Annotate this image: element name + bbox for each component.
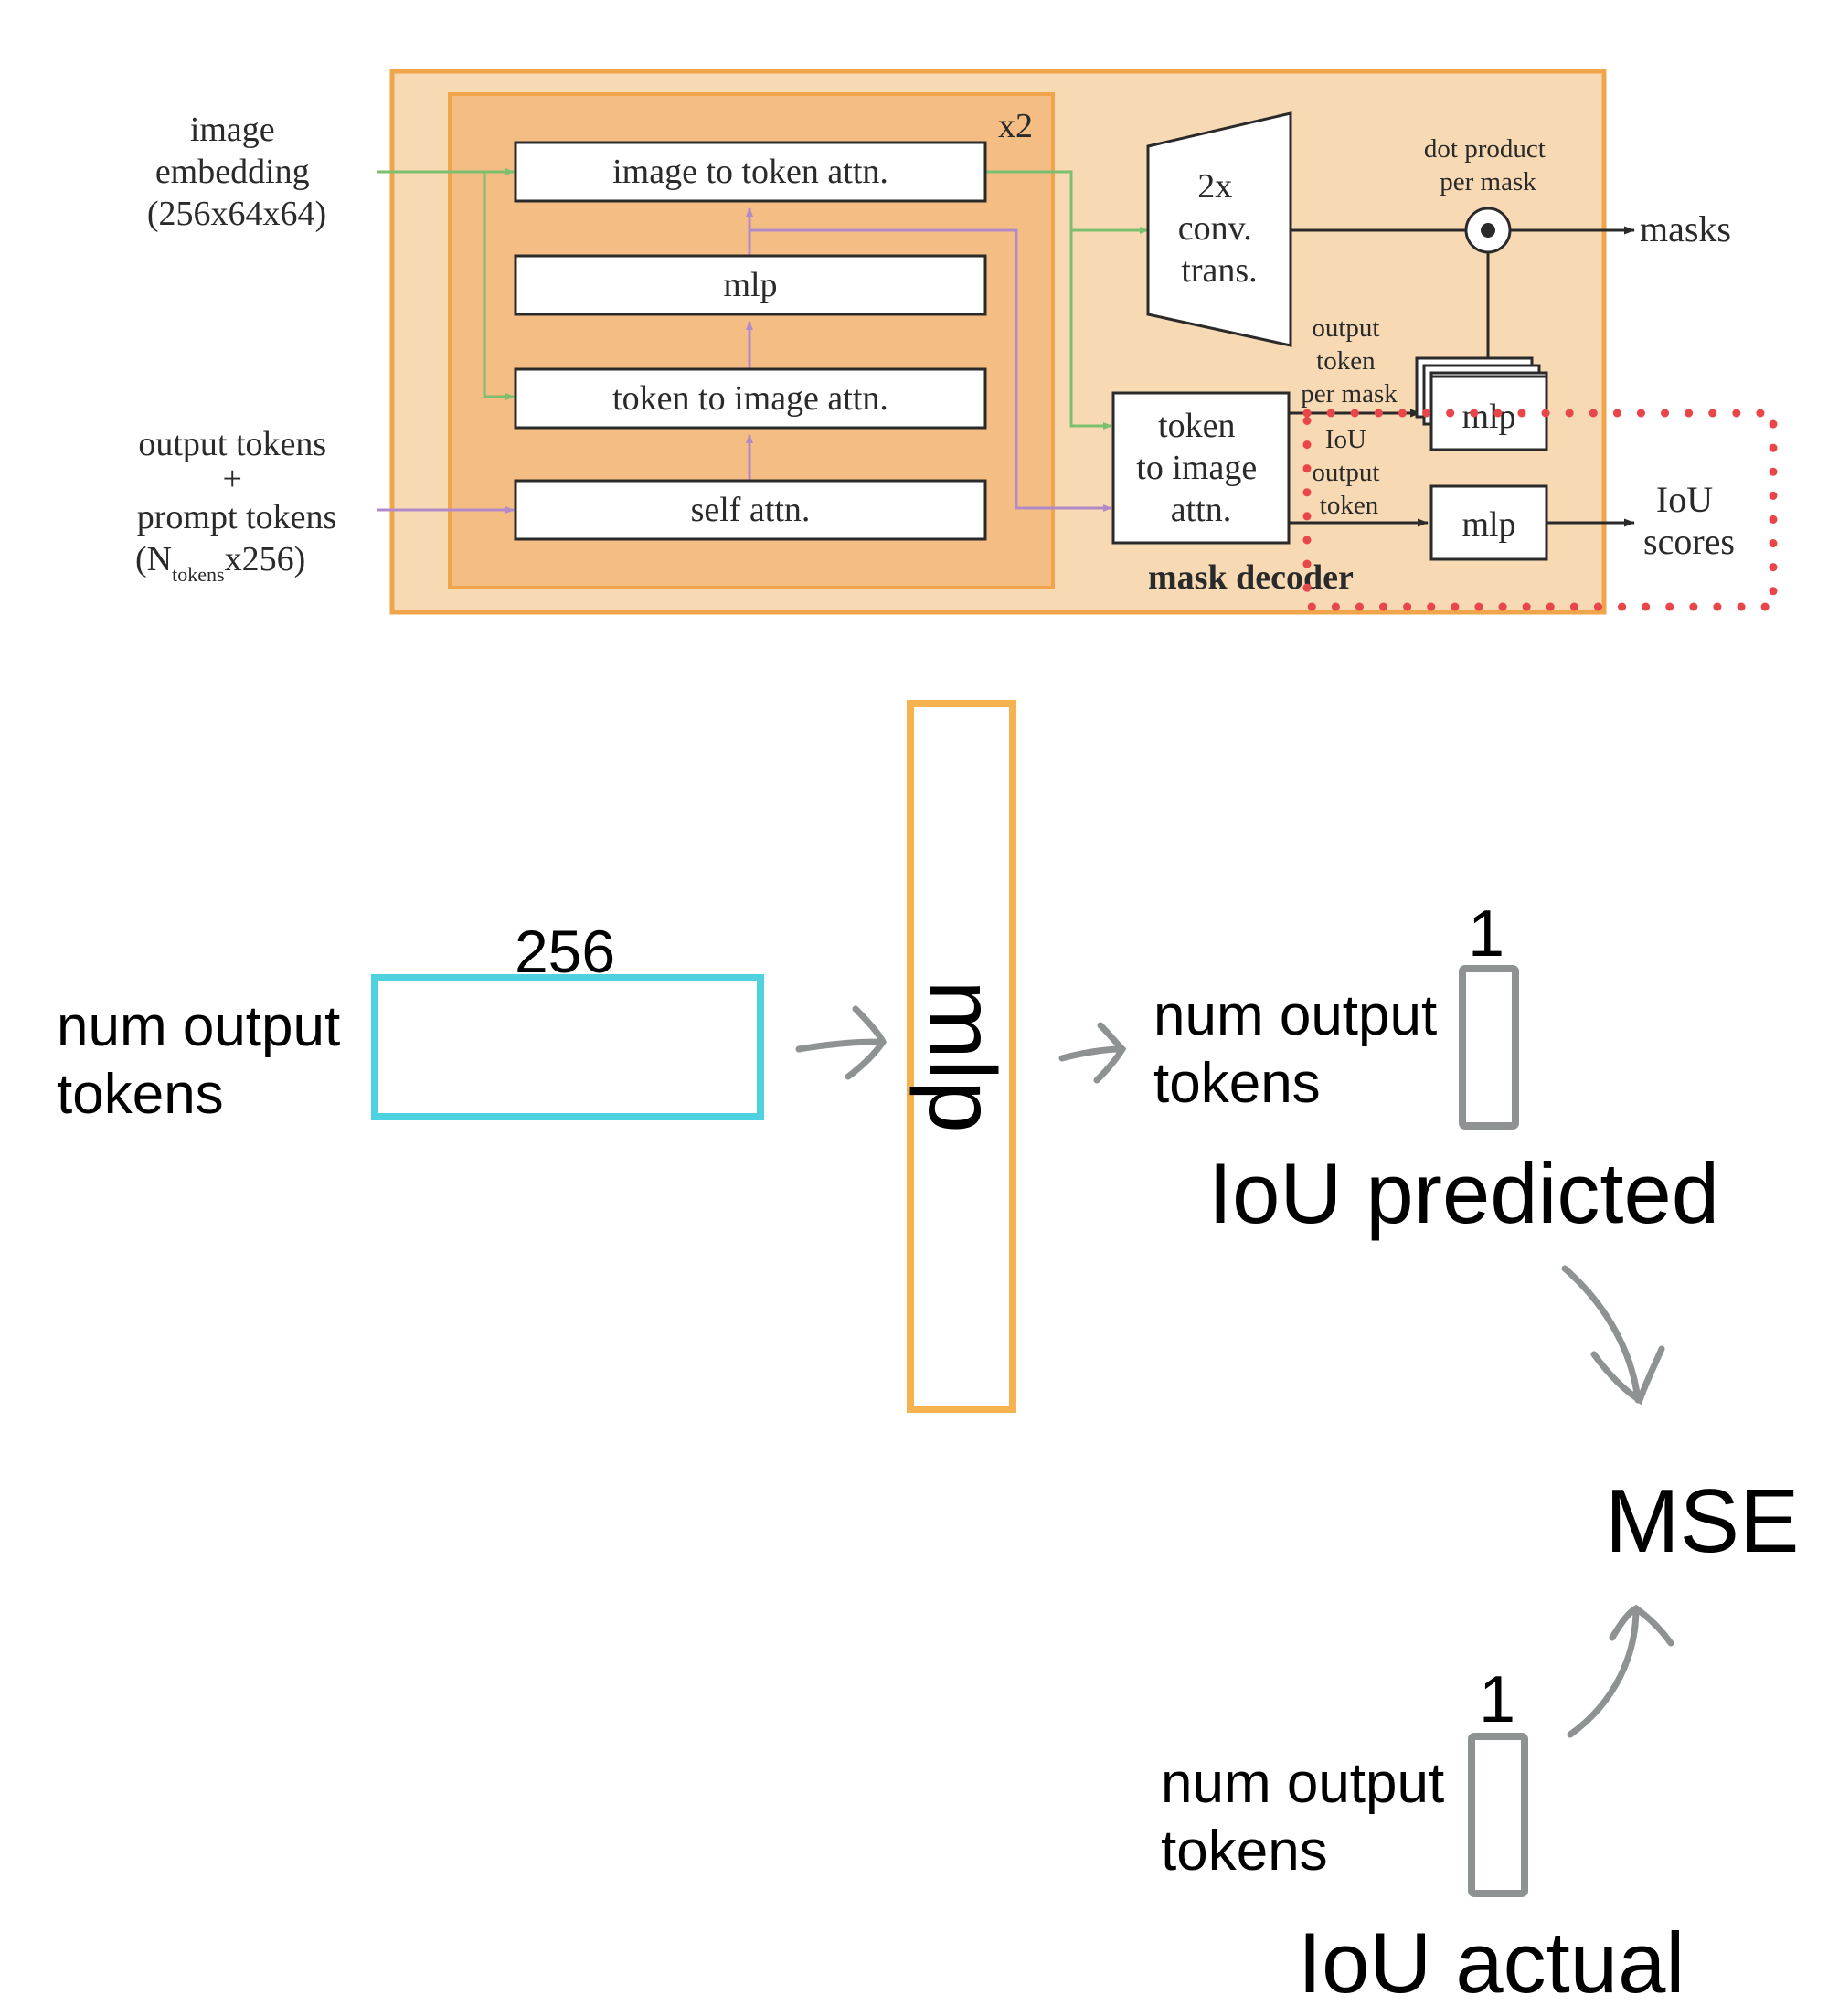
- from-mlp-arrow: [1058, 1022, 1127, 1084]
- mask-decoder-figure: image embedding (256x64x64) output token…: [135, 69, 1778, 615]
- dot-product-label: dot product per mask: [1424, 134, 1552, 196]
- mlp-block-label: mlp: [723, 266, 777, 304]
- iou-scores-label: IoU scores: [1643, 479, 1735, 562]
- image-to-token-label: image to token attn.: [612, 153, 888, 191]
- iou-actual-title: IoU actual: [1298, 1915, 1685, 2011]
- dot-product-center: [1481, 223, 1495, 238]
- input-rows-label: num output tokens: [57, 995, 356, 1126]
- iou-mlp-block: [1429, 484, 1548, 561]
- mask-mlp-stack: mlp: [1415, 356, 1548, 451]
- tokens-shape-label: (Ntokensx256): [135, 540, 305, 586]
- token-to-image-block: [514, 367, 987, 430]
- masks-output-label: masks: [1640, 208, 1731, 249]
- token-to-image-label: token to image attn.: [612, 379, 888, 418]
- repeat-x2-label: x2: [998, 107, 1033, 145]
- mlp-block: [514, 254, 987, 316]
- iou-predicted-vector: [1459, 965, 1519, 1130]
- actual-rows-label: num output tokens: [1161, 1752, 1460, 1883]
- pred-rows-label: num output tokens: [1153, 984, 1452, 1115]
- image-embedding-flow: [377, 168, 1149, 430]
- pred-dim-label: 1: [1468, 897, 1504, 971]
- transformer-blocks: image to token attn. mlp token to image …: [514, 141, 987, 541]
- self-attn-block: [514, 479, 987, 541]
- actual-dim-label: 1: [1479, 1663, 1515, 1736]
- actual-to-mse-arrow: [1567, 1604, 1674, 1738]
- mlp-column: [907, 700, 1016, 1413]
- to-mlp-arrow: [795, 1005, 887, 1080]
- mse-loss-label: MSE: [1605, 1470, 1799, 1571]
- final-token-to-image-label: token to image attn.: [1136, 407, 1265, 529]
- tokens-flow: [377, 207, 1112, 514]
- iou-actual-vector: [1468, 1733, 1528, 1897]
- iou-loss-sketch: 256 num output tokens mlp 1 num output t…: [57, 700, 1799, 2011]
- image-to-token-block: [514, 141, 987, 203]
- iou-predicted-title: IoU predicted: [1208, 1145, 1719, 1241]
- image-embedding-label: image embedding (256x64x64): [147, 111, 326, 233]
- conv-trans-label: 2x conv. trans.: [1178, 167, 1260, 290]
- conv-trans-block: [1146, 111, 1292, 347]
- mask-mlp-label: mlp: [1461, 398, 1515, 436]
- self-attn-label: self attn.: [691, 491, 811, 529]
- input-dim-label: 256: [515, 918, 615, 985]
- mask-decoder-title: mask decoder: [1148, 558, 1354, 597]
- final-token-to-image-block: [1111, 391, 1291, 545]
- iou-output-token-label: IoU output token: [1312, 425, 1386, 520]
- tokens-input-label: output tokens + prompt tokens: [137, 425, 336, 536]
- output-token-per-mask-label: output token per mask: [1301, 313, 1398, 409]
- iou-mlp-label: mlp: [1461, 505, 1515, 544]
- mlp-column-label: mlp: [909, 980, 1015, 1133]
- predicted-to-mse-arrow: [1561, 1265, 1665, 1406]
- input-token-matrix: [371, 974, 764, 1120]
